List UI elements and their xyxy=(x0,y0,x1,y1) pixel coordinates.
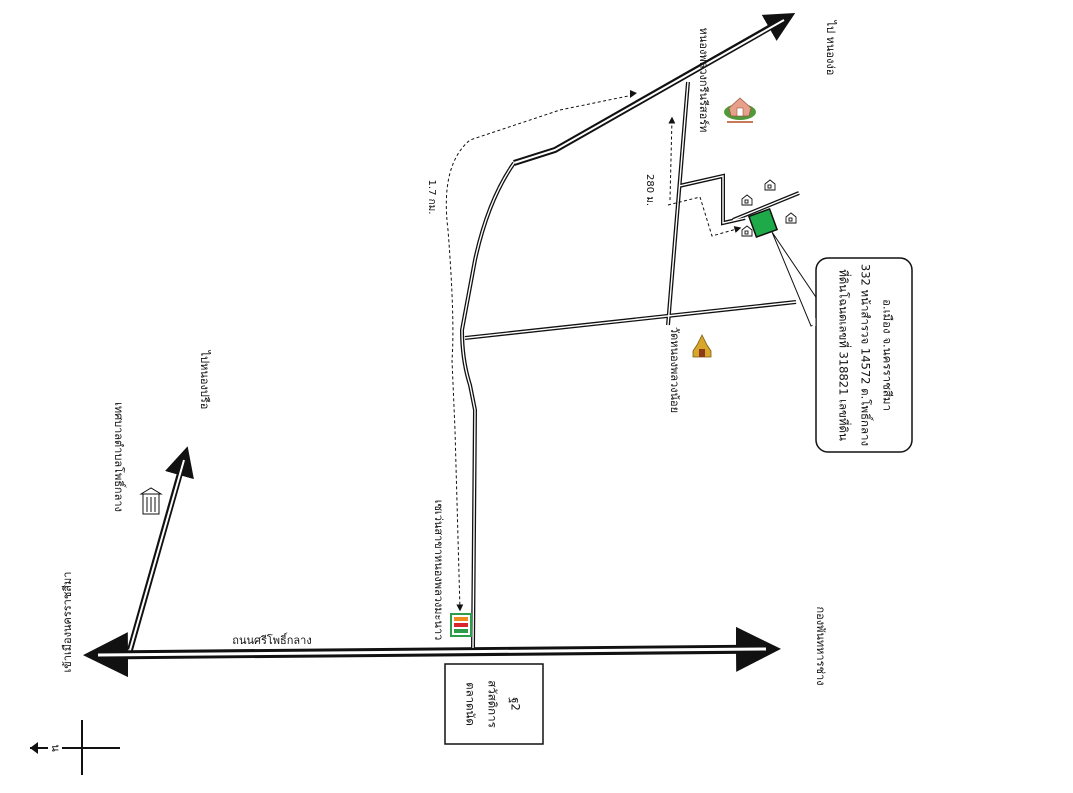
dashed-route-spur xyxy=(667,116,742,237)
main-road xyxy=(83,626,781,678)
land-info-callout: ที่ดินโฉนดเลขที่ 318821 เลขที่ดิน 332 หน… xyxy=(771,231,913,453)
route-distance-label: 1.7 กม. xyxy=(426,180,437,215)
road-to-nong-rue xyxy=(127,446,194,651)
road-to-nong-ngo xyxy=(513,13,796,166)
north-arrow: น xyxy=(30,720,120,775)
market-label-2: สวัสดิการ xyxy=(486,680,500,728)
temple-icon xyxy=(692,334,712,358)
main-road-label: ถนนศรีโพธิ์กลาง xyxy=(232,632,311,647)
to-nong-ngo-label: ไป หนองง่อ xyxy=(824,20,837,76)
seven-eleven-icon xyxy=(450,613,472,637)
house-icons xyxy=(741,179,797,237)
resort-icon xyxy=(724,97,756,123)
wat-label: วัดหนองพลวงน้อย xyxy=(668,327,681,413)
house-icon xyxy=(785,212,797,224)
local-roads xyxy=(459,81,800,649)
to-nong-rue-label: ไปหนองปรือ xyxy=(198,350,211,410)
land-plot-marker xyxy=(747,207,779,239)
house-icon xyxy=(741,225,753,237)
north-label: น xyxy=(49,744,62,752)
market-label-3: ฐ2 xyxy=(509,697,523,711)
market-label-1: ตลาดนัด xyxy=(464,682,478,726)
municipality-building-icon xyxy=(139,487,163,515)
market-box: ตลาดนัด สวัสดิการ ฐ2 xyxy=(444,663,544,745)
land-info-line-3: อ.เมือง จ.นครราชสีมา xyxy=(881,299,895,411)
resort-label: หนองพลวงกรีนรีสอร์ท xyxy=(697,28,710,133)
store-label: เซเว่นสาขาหนองพลวงมะนาว xyxy=(432,500,445,641)
dashed-route-arrowhead-top xyxy=(630,90,637,98)
house-icon xyxy=(764,179,776,191)
land-info-line-2: 332 หน้าสำรวจ 14572 ต.โพธิ์กลาง xyxy=(859,264,875,446)
house-icon xyxy=(741,194,753,206)
land-info-line-1: ที่ดินโฉนดเลขที่ 318821 เลขที่ดิน xyxy=(837,269,852,441)
municipality-label: เทศบาลตำบลโพธิ์กลาง xyxy=(112,402,127,512)
dashed-route-main xyxy=(445,94,634,612)
to-city-label: เข้าเมืองนครราชสีมา xyxy=(61,572,74,673)
spur-distance-label: 280 ม. xyxy=(644,174,655,206)
to-army-label: กองพันทหารช่าง xyxy=(814,606,827,685)
